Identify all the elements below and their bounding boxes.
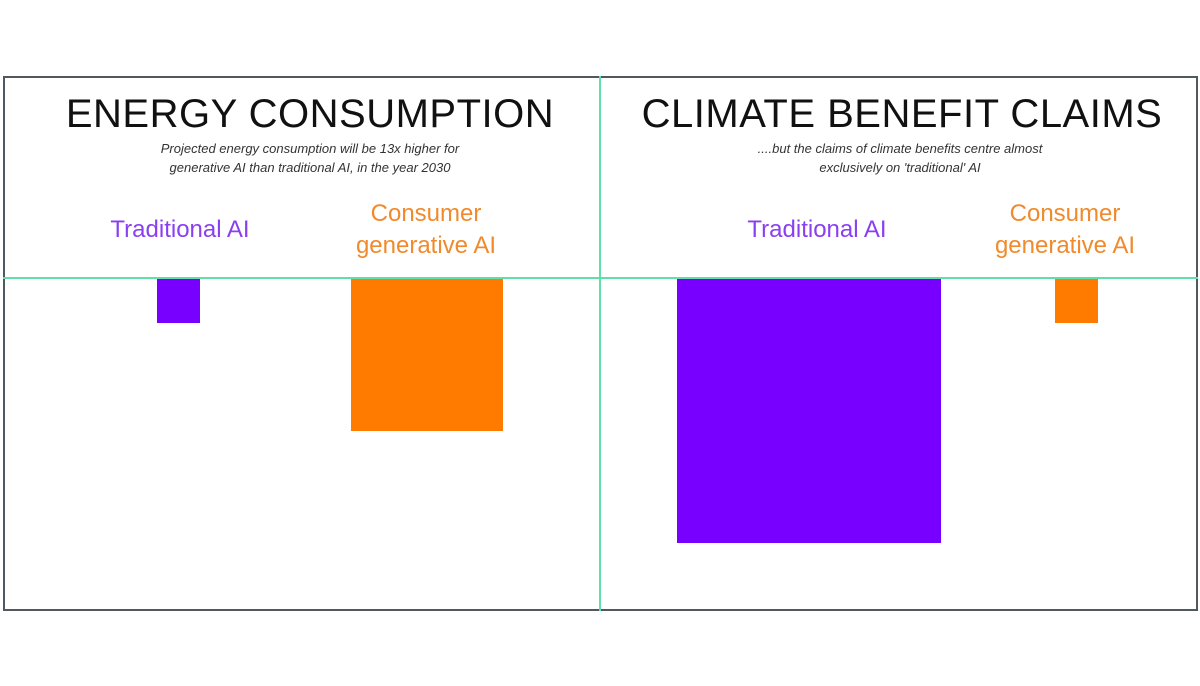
climate-benefit-claims-subtitle: ....but the claims of climate benefits c… — [757, 141, 1043, 175]
claims-bar-generative-ai — [1055, 279, 1098, 323]
energy-bar-traditional-ai — [157, 279, 200, 323]
claims-label-traditional-ai: Traditional AI — [747, 216, 887, 243]
climate-benefit-claims-title: CLIMATE BENEFIT CLAIMS — [641, 92, 1163, 136]
energy-bar-generative-ai — [351, 279, 503, 431]
claims-bar-traditional-ai — [677, 279, 941, 543]
baseline-divider-horizontal — [3, 277, 1198, 279]
energy-label-traditional-ai: Traditional AI — [110, 216, 250, 243]
panel-divider-vertical — [599, 76, 601, 611]
energy-label-generative-ai: Consumer generative AI — [355, 200, 497, 259]
claims-label-generative-ai: Consumer generative AI — [994, 200, 1136, 259]
energy-consumption-title: ENERGY CONSUMPTION — [65, 92, 555, 136]
energy-consumption-subtitle: Projected energy consumption will be 13x… — [160, 141, 460, 175]
